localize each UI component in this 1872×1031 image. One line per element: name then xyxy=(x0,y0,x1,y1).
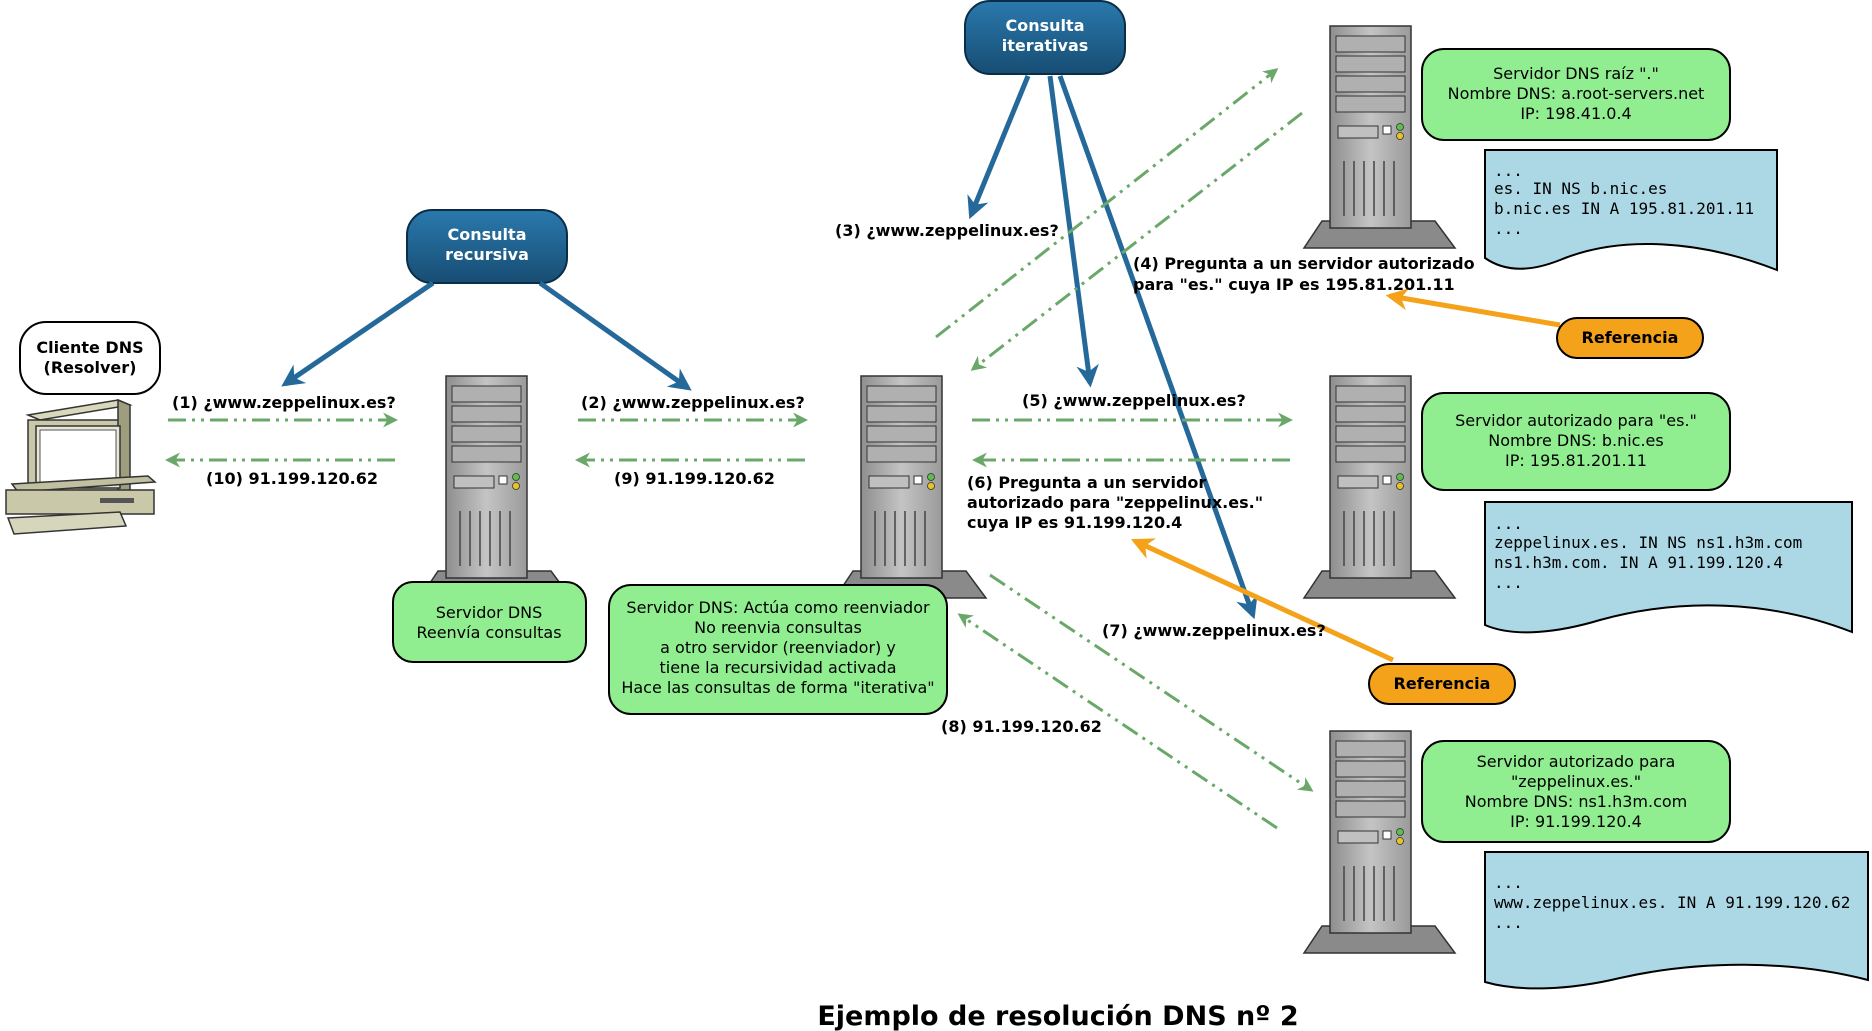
step-3-label: (3) ¿www.zeppelinux.es? xyxy=(835,221,1059,240)
iterative-pill-line1: Consulta xyxy=(1006,16,1085,35)
svg-text:...: ... xyxy=(1494,913,1523,932)
reference-pill-2: Referencia xyxy=(1368,663,1516,705)
forwarder-info-box: Servidor DNS Reenvía consultas xyxy=(392,581,587,663)
svg-text:es. IN NS b.nic.es: es. IN NS b.nic.es xyxy=(1494,179,1667,198)
svg-text:IP: 195.81.201.11: IP: 195.81.201.11 xyxy=(1505,451,1647,470)
svg-text:Hace las consultas de forma "i: Hace las consultas de forma "iterativa" xyxy=(621,678,934,697)
svg-text:Servidor autorizado para "es.": Servidor autorizado para "es." xyxy=(1455,411,1697,430)
server-es-icon xyxy=(1302,375,1457,599)
flow-7-arrow xyxy=(989,573,1314,792)
reference-pill-1: Referencia xyxy=(1556,317,1704,359)
svg-text:tiene la recursividad activada: tiene la recursividad activada xyxy=(659,658,896,677)
step-9-label: (9) 91.199.120.62 xyxy=(614,469,775,488)
server-zeppelinux-icon xyxy=(1302,730,1457,954)
step-6-label-line3: cuya IP es 91.199.120.4 xyxy=(967,513,1182,532)
reference-arrows xyxy=(1130,287,1561,663)
server-forwarder-icon xyxy=(418,375,573,599)
client-label-bubble: Cliente DNS (Resolver) xyxy=(19,321,161,395)
svg-text:Nombre DNS: ns1.h3m.com: Nombre DNS: ns1.h3m.com xyxy=(1465,792,1687,811)
svg-text:...: ... xyxy=(1494,873,1523,892)
svg-text:Reenvía consultas: Reenvía consultas xyxy=(416,623,561,642)
step-4-label-line1: (4) Pregunta a un servidor autorizado xyxy=(1133,254,1475,273)
flow-4-arrow xyxy=(970,111,1303,371)
svg-text:Nombre DNS: a.root-servers.net: Nombre DNS: a.root-servers.net xyxy=(1448,84,1705,103)
green-flow-arrows xyxy=(165,68,1314,830)
step-6-label-line1: (6) Pregunta a un servidor xyxy=(967,473,1206,492)
server-main-icon xyxy=(833,375,988,599)
svg-text:zeppelinux.es. IN NS ns1.h3m.c: zeppelinux.es. IN NS ns1.h3m.com xyxy=(1494,533,1802,552)
svg-text:"zeppelinux.es.": "zeppelinux.es." xyxy=(1511,772,1641,791)
step-1-label: (1) ¿www.zeppelinux.es? xyxy=(172,393,396,412)
svg-text:...: ... xyxy=(1494,514,1523,533)
step-5-label: (5) ¿www.zeppelinux.es? xyxy=(1022,391,1246,410)
step-7-label: (7) ¿www.zeppelinux.es? xyxy=(1102,621,1326,640)
diagram-title: Ejemplo de resolución DNS nº 2 xyxy=(817,1001,1298,1031)
recursive-pill-line2: recursiva xyxy=(445,245,529,264)
svg-text:...: ... xyxy=(1494,161,1523,180)
zeppelinux-server-info-box: Servidor autorizado para "zeppelinux.es.… xyxy=(1421,740,1731,843)
client-computer-icon xyxy=(5,398,157,535)
recursive-query-pill: Consulta recursiva xyxy=(406,209,568,284)
step-4-label-line2: para "es." cuya IP es 195.81.201.11 xyxy=(1133,275,1455,294)
main-server-info-box: Servidor DNS: Actúa como reenviador No r… xyxy=(608,584,948,715)
server-root-icon xyxy=(1302,25,1457,249)
iterative-pill-line2: iterativas xyxy=(1002,36,1089,55)
step-10-label: (10) 91.199.120.62 xyxy=(206,469,378,488)
reference-arrow-2 xyxy=(1130,538,1395,663)
reference-pill-1-label: Referencia xyxy=(1582,328,1679,347)
iterative-query-pill: Consulta iterativas xyxy=(964,0,1126,75)
svg-text:IP: 91.199.120.4: IP: 91.199.120.4 xyxy=(1510,812,1642,831)
zeppelinux-zone-document: ... www.zeppelinux.es. IN A 91.199.120.6… xyxy=(1484,851,1869,990)
recursive-arrow-left xyxy=(281,280,435,387)
client-label-line1: Cliente DNS xyxy=(36,338,143,357)
step-2-label: (2) ¿www.zeppelinux.es? xyxy=(581,393,805,412)
recursive-pill-line1: Consulta xyxy=(448,225,527,244)
reference-arrow-1 xyxy=(1385,287,1561,328)
svg-text:...: ... xyxy=(1494,219,1523,238)
svg-text:Servidor DNS: Servidor DNS xyxy=(436,603,543,622)
svg-text:a otro servidor (reenviador) y: a otro servidor (reenviador) y xyxy=(660,638,896,657)
flow-3-arrow xyxy=(935,68,1279,339)
svg-text:IP: 198.41.0.4: IP: 198.41.0.4 xyxy=(1520,104,1631,123)
svg-text:Servidor autorizado para: Servidor autorizado para xyxy=(1477,752,1676,771)
step-8-label: (8) 91.199.120.62 xyxy=(941,717,1102,736)
svg-text:...: ... xyxy=(1494,573,1523,592)
iterative-arrow-es xyxy=(1047,75,1099,388)
reference-pill-2-label: Referencia xyxy=(1394,674,1491,693)
iterative-arrow-root xyxy=(967,75,1031,220)
root-server-info-box: Servidor DNS raíz "." Nombre DNS: a.root… xyxy=(1421,48,1731,141)
es-zone-document: ... zeppelinux.es. IN NS ns1.h3m.com ns1… xyxy=(1484,501,1853,634)
iterative-arrow-zep xyxy=(1057,75,1258,620)
root-zone-document: ... es. IN NS b.nic.es b.nic.es IN A 195… xyxy=(1484,149,1778,272)
step-labels: (1) ¿www.zeppelinux.es? (10) 91.199.120.… xyxy=(172,221,1475,736)
step-6-label-line2: autorizado para "zeppelinux.es." xyxy=(967,493,1263,512)
svg-text:ns1.h3m.com. IN A 91.199.12: ns1.h3m.com. IN A 91.199.120.4 xyxy=(1494,553,1783,572)
es-server-info-box: Servidor autorizado para "es." Nombre DN… xyxy=(1421,392,1731,491)
svg-text:Servidor DNS: Actúa como reenv: Servidor DNS: Actúa como reenviador xyxy=(626,598,930,617)
client-label-line2: (Resolver) xyxy=(44,358,137,377)
flow-8-arrow xyxy=(957,613,1278,830)
svg-text:No reenvia consultas: No reenvia consultas xyxy=(694,618,862,637)
svg-text:Servidor DNS raíz ".": Servidor DNS raíz "." xyxy=(1493,64,1659,83)
svg-text:Nombre DNS: b.nic.es: Nombre DNS: b.nic.es xyxy=(1488,431,1663,450)
svg-text:b.nic.es IN A 195.81.201.11: b.nic.es IN A 195.81.201.11 xyxy=(1494,199,1754,218)
svg-text:www.zeppelinux.es. IN A 91.199: www.zeppelinux.es. IN A 91.199.120.62 xyxy=(1494,893,1850,912)
recursive-arrow-right xyxy=(538,280,692,391)
blue-query-arrows xyxy=(281,75,1258,620)
